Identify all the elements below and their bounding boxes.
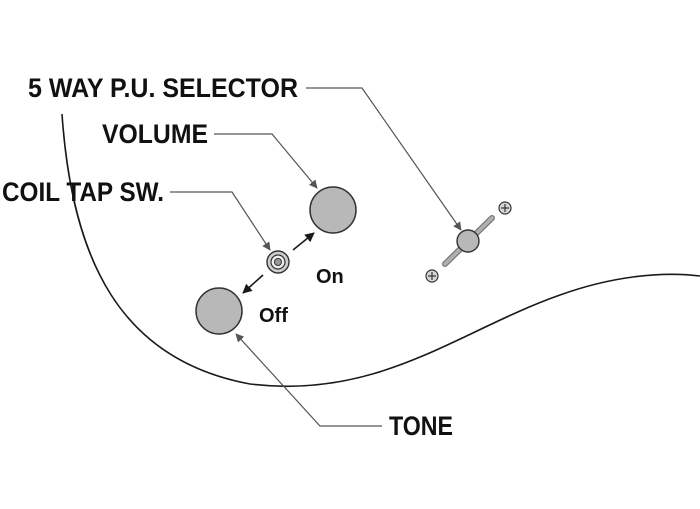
volume-label: VOLUME <box>102 119 208 149</box>
coil-tap-switch-icon <box>266 250 290 274</box>
volume-leader <box>214 133 318 189</box>
off-arrow <box>242 274 264 294</box>
volume-knob-icon <box>309 186 357 234</box>
screw-icon <box>425 269 439 283</box>
on-label: On <box>316 266 344 288</box>
coil-tap-label: COIL TAP SW. <box>2 177 164 207</box>
pickup-selector-icon <box>442 215 495 267</box>
tone-knob-icon <box>195 287 243 335</box>
coil-tap-leader <box>170 191 271 251</box>
on-arrow <box>292 232 315 251</box>
selector-label: 5 WAY P.U. SELECTOR <box>28 73 298 103</box>
tone-leader <box>235 333 382 427</box>
body-outline <box>61 113 700 388</box>
tone-label: TONE <box>389 411 453 441</box>
off-label: Off <box>259 305 288 327</box>
selector-leader <box>306 87 462 231</box>
screw-icon <box>498 201 512 215</box>
